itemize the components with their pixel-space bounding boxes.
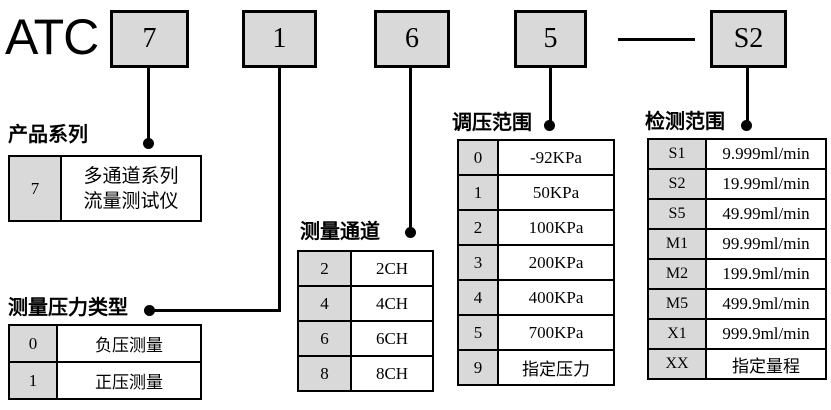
value-cell: 负压测量 (56, 324, 202, 363)
table-row: S1 9.999ml/min (647, 138, 827, 170)
value-cell: 99.99ml/min (705, 228, 827, 260)
value-cell: 8CH (350, 355, 434, 392)
table-row: 4 400KPa (457, 279, 615, 316)
code-cell: 1 (457, 174, 499, 211)
code-cell: 7 (8, 155, 62, 222)
table-row: X1 999.9ml/min (647, 318, 827, 350)
code-box-regulation: 5 (514, 10, 587, 68)
connector-dot-pressure-type (144, 305, 155, 316)
table-row: 4 4CH (297, 285, 434, 322)
table-row: M1 99.99ml/min (647, 228, 827, 260)
value-cell: 400KPa (497, 279, 615, 316)
code-cell: 4 (297, 285, 352, 322)
code-cell: M1 (647, 228, 707, 260)
product-series-table: 7 多通道系列 流量测试仪 (8, 155, 202, 222)
value-cell: 19.99ml/min (705, 168, 827, 200)
value-cell: -92KPa (497, 139, 615, 176)
table-row: 5 700KPa (457, 314, 615, 351)
brand-text: ATC (5, 9, 99, 65)
value-cell: 4CH (350, 285, 434, 322)
pressure-type-table: 0 负压测量 1 正压测量 (8, 324, 202, 400)
section-title-regulation: 调压范围 (452, 112, 532, 134)
detection-range-table: S1 9.999ml/min S2 19.99ml/min S5 49.99ml… (647, 138, 827, 380)
section-title-product-series: 产品系列 (8, 124, 88, 146)
connector-dot-detection (741, 120, 752, 131)
value-cell: 999.9ml/min (705, 318, 827, 350)
table-row: S2 19.99ml/min (647, 168, 827, 200)
value-cell: 2CH (350, 250, 434, 287)
section-title-detection: 检测范围 (645, 111, 725, 133)
code-cell: XX (647, 348, 707, 380)
connector-pressure-type-horizontal (150, 309, 281, 312)
code-cell: 6 (297, 320, 352, 357)
code-cell: S5 (647, 198, 707, 230)
table-row: 1 50KPa (457, 174, 615, 211)
code-cell: M2 (647, 258, 707, 290)
connector-product-series (147, 67, 150, 139)
connector-dot-regulation (544, 120, 555, 131)
table-row: 6 6CH (297, 320, 434, 357)
value-cell: 指定量程 (705, 348, 827, 380)
code-cell: 9 (457, 349, 499, 386)
code-box-product-series: 7 (110, 10, 189, 68)
value-cell: 100KPa (497, 209, 615, 246)
code-box-channels: 6 (374, 10, 450, 68)
connector-pressure-type-vertical (278, 67, 281, 312)
code-cell: X1 (647, 318, 707, 350)
table-row: 2 100KPa (457, 209, 615, 246)
code-cell: 1 (8, 361, 58, 400)
value-cell: 多通道系列 流量测试仪 (60, 155, 202, 222)
table-row: 8 8CH (297, 355, 434, 392)
table-row: 1 正压测量 (8, 361, 202, 400)
code-cell: 5 (457, 314, 499, 351)
value-cell: 49.99ml/min (705, 198, 827, 230)
code-cell: 2 (297, 250, 352, 287)
value-cell: 700KPa (497, 314, 615, 351)
table-row: 9 指定压力 (457, 349, 615, 386)
code-cell: S1 (647, 138, 707, 170)
channels-table: 2 2CH 4 4CH 6 6CH 8 8CH (297, 250, 434, 392)
connector-channels (409, 67, 412, 228)
section-title-pressure-type: 测量压力类型 (8, 297, 128, 319)
value-cell: 指定压力 (497, 349, 615, 386)
connector-detection (746, 67, 749, 121)
code-cell: 0 (457, 139, 499, 176)
regulation-range-table: 0 -92KPa 1 50KPa 2 100KPa 3 200KPa 4 400… (457, 139, 615, 386)
table-row: 0 负压测量 (8, 324, 202, 363)
table-row: XX 指定量程 (647, 348, 827, 380)
connector-regulation (549, 67, 552, 121)
section-title-channels: 测量通道 (300, 221, 380, 243)
value-cell: 9.999ml/min (705, 138, 827, 170)
code-box-detection: S2 (710, 10, 787, 68)
code-cell: M5 (647, 288, 707, 320)
table-row: S5 49.99ml/min (647, 198, 827, 230)
table-row: 2 2CH (297, 250, 434, 287)
code-cell: S2 (647, 168, 707, 200)
table-row: M2 199.9ml/min (647, 258, 827, 290)
code-cell: 3 (457, 244, 499, 281)
code-box-pressure-type: 1 (242, 10, 317, 68)
value-cell: 6CH (350, 320, 434, 357)
connector-dot-channels (405, 227, 416, 238)
code-cell: 4 (457, 279, 499, 316)
connector-dot-product-series (143, 138, 154, 149)
table-row: M5 499.9ml/min (647, 288, 827, 320)
code-cell: 2 (457, 209, 499, 246)
value-cell: 200KPa (497, 244, 615, 281)
value-cell: 499.9ml/min (705, 288, 827, 320)
dash-separator (618, 38, 695, 41)
code-cell: 8 (297, 355, 352, 392)
code-cell: 0 (8, 324, 58, 363)
table-row: 0 -92KPa (457, 139, 615, 176)
value-cell: 199.9ml/min (705, 258, 827, 290)
value-cell: 50KPa (497, 174, 615, 211)
value-cell: 正压测量 (56, 361, 202, 400)
table-row: 7 多通道系列 流量测试仪 (8, 155, 202, 222)
table-row: 3 200KPa (457, 244, 615, 281)
